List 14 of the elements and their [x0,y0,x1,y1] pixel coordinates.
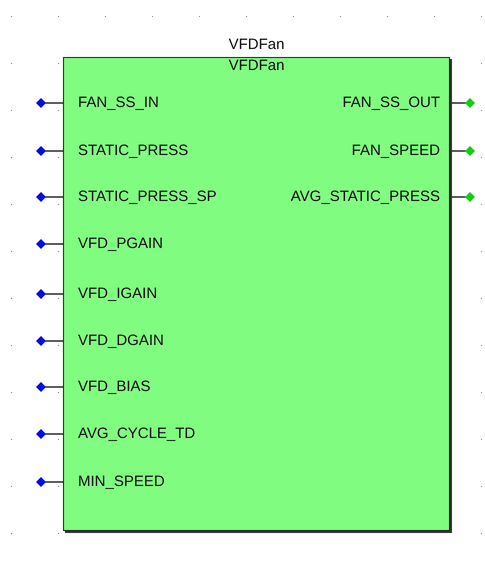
input-pin-name: FAN_SS_IN [78,94,159,112]
input-pin-name: STATIC_PRESS_SP [78,188,217,206]
input-pin-name: VFD_PGAIN [78,235,164,253]
input-pin-name: MIN_SPEED [78,473,165,491]
input-pin-name: AVG_CYCLE_TD [78,425,196,443]
input-pin-name: VFD_DGAIN [78,332,164,350]
output-pin-name: FAN_SPEED [352,142,440,160]
output-pin-name: AVG_STATIC_PRESS [290,188,440,206]
output-pin-name: FAN_SS_OUT [342,94,440,112]
input-pin-name: VFD_BIAS [78,378,151,396]
block-type-name: VFDFan [228,57,286,75]
block-instance-name: VFDFan [228,36,286,54]
input-pin-name: STATIC_PRESS [78,142,188,160]
input-pin-name: VFD_IGAIN [78,285,158,303]
